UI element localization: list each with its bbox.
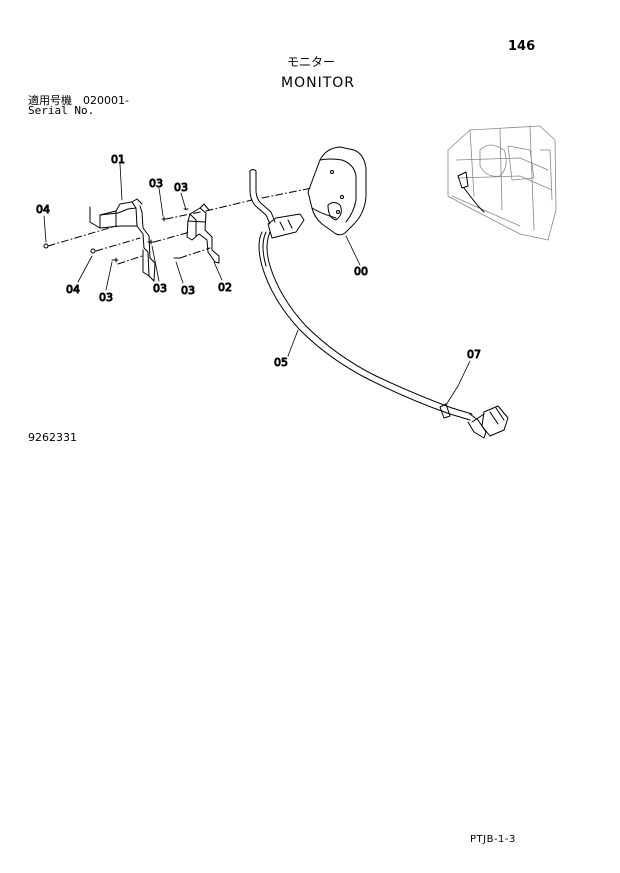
serial-label: Serial No. bbox=[28, 104, 95, 117]
monitor-stalk bbox=[249, 169, 305, 239]
connector-part-07 bbox=[439, 403, 509, 439]
callout-02: 02 bbox=[218, 281, 232, 294]
callout-01: 01 bbox=[111, 153, 125, 166]
callout-04: 04 bbox=[36, 203, 50, 216]
monitor-housing bbox=[307, 146, 367, 236]
alignment-lines bbox=[47, 187, 313, 265]
bracket-part-01 bbox=[89, 198, 156, 282]
hardware-fasteners bbox=[43, 208, 189, 263]
callout-05: 05 bbox=[274, 356, 288, 369]
page-number: 146 bbox=[508, 39, 536, 54]
inset-monitor-marker bbox=[457, 171, 485, 213]
location-inset bbox=[447, 125, 557, 241]
callout-03: 03 bbox=[181, 284, 195, 297]
callout-03: 03 bbox=[99, 291, 113, 304]
footer-code: PTJB-1-3 bbox=[470, 834, 516, 845]
page-title-japanese: モニター bbox=[287, 55, 336, 69]
leader-lines bbox=[43, 163, 471, 406]
callout-00: 00 bbox=[354, 265, 368, 278]
harness-part-05 bbox=[258, 231, 473, 421]
serial-label-japanese: 適用号機 020001- bbox=[28, 94, 129, 107]
page-title: MONITOR bbox=[281, 75, 355, 91]
callout-03: 03 bbox=[174, 181, 188, 194]
drawing-number: 9262331 bbox=[28, 431, 77, 444]
callout-03: 03 bbox=[153, 282, 167, 295]
callout-03: 03 bbox=[149, 177, 163, 190]
callout-04: 04 bbox=[66, 283, 80, 296]
bracket-part-02 bbox=[186, 203, 220, 264]
callout-07: 07 bbox=[467, 348, 481, 361]
